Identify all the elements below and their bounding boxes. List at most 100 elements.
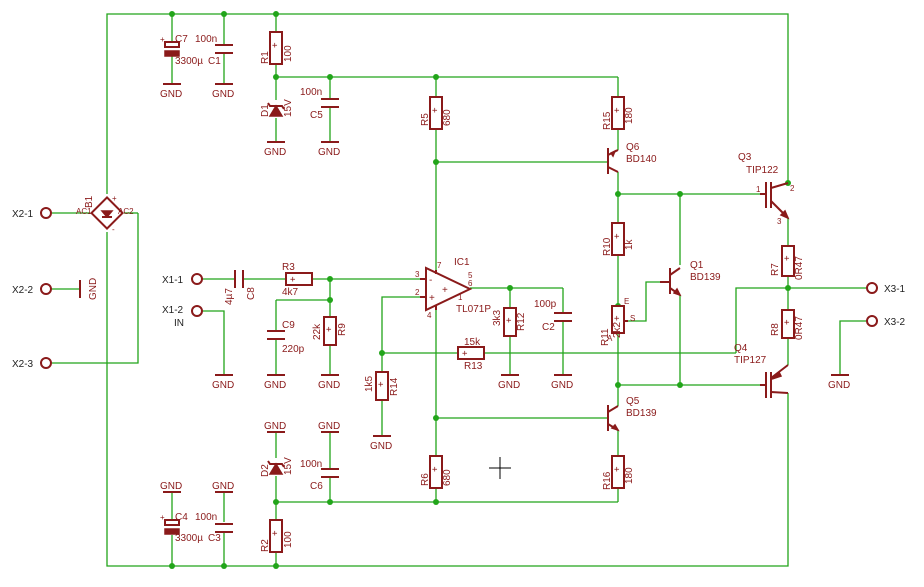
capacitor-c4[interactable]: + C4 3300µ (160, 512, 203, 544)
transistor-q6[interactable]: Q6 BD140 (607, 142, 657, 174)
svg-text:Q1: Q1 (690, 260, 704, 271)
svg-text:GND: GND (160, 481, 182, 492)
svg-text:C9: C9 (282, 320, 295, 331)
capacitor-c7[interactable]: + C7 3300µ (160, 34, 203, 67)
in-label: IN (174, 318, 184, 329)
svg-text:S: S (630, 314, 635, 323)
svg-text:100n: 100n (300, 87, 322, 98)
svg-text:100p: 100p (534, 299, 557, 310)
ground-symbols: GND GND GND GND GND GND GND GND GND GND … (160, 83, 850, 493)
svg-text:5: 5 (468, 271, 473, 280)
svg-text:R5: R5 (420, 113, 431, 126)
svg-text:GND: GND (318, 147, 340, 158)
svg-text:E: E (624, 297, 629, 306)
connector-x3-1[interactable]: X3-1 (866, 282, 906, 295)
capacitor-c2[interactable]: 100p C2 (534, 299, 572, 333)
resistor-r6[interactable]: + R6 680 (420, 455, 453, 489)
gnd-c7: GND (160, 83, 182, 100)
zener-d1[interactable]: D1 15V (260, 99, 294, 117)
svg-text:GND: GND (264, 421, 286, 432)
transistor-q5[interactable]: Q5 BD139 (607, 396, 657, 432)
svg-text:3k3: 3k3 (492, 309, 503, 326)
svg-text:100n: 100n (300, 459, 322, 470)
resistor-r8[interactable]: + R8 0R47 (770, 309, 805, 340)
svg-text:D2: D2 (260, 464, 271, 477)
connector-x2-2[interactable]: X2-2 (12, 283, 52, 296)
svg-text:2: 2 (415, 288, 420, 297)
svg-text:+: + (432, 106, 438, 116)
svg-text:R7: R7 (770, 263, 781, 276)
gnd-x3-2: GND (828, 374, 850, 391)
gnd-r9: GND (318, 374, 340, 391)
label: X2-3 (12, 359, 34, 370)
connector-x3-2[interactable]: X3-2 (866, 315, 906, 328)
svg-text:1: 1 (756, 185, 761, 194)
svg-text:4: 4 (427, 311, 432, 320)
resistor-r9[interactable]: + 22k R9 (312, 316, 348, 346)
connector-x1-1[interactable]: X1-1 (162, 273, 203, 286)
svg-text:4µ7: 4µ7 (224, 288, 235, 305)
svg-text:680: 680 (442, 109, 453, 126)
gnd-label: GND (88, 278, 99, 300)
svg-text:+: + (326, 325, 332, 335)
connector-x2-1[interactable]: X2-1 (12, 207, 52, 220)
svg-text:C5: C5 (310, 110, 323, 121)
ac1-label: AC1 (76, 207, 92, 216)
gnd-terminal-x2-2: GND (79, 278, 99, 300)
bridge-rectifier-b1[interactable]: B1 AC1 AC2 + - (76, 194, 134, 234)
svg-text:D1: D1 (260, 104, 271, 117)
capacitor-c9[interactable]: C9 220p (267, 320, 305, 355)
resistor-r16[interactable]: + R16 180 (602, 455, 635, 490)
resistor-r12[interactable]: + 3k3 R12 (492, 307, 527, 337)
gnd-d2: GND (264, 421, 286, 433)
svg-text:+: + (378, 380, 384, 390)
svg-text:3: 3 (777, 217, 782, 226)
opamp-ic1[interactable]: - + + IC1 TL071P 3 2 6 5 1 4 7 (415, 257, 491, 320)
resistor-r3[interactable]: + R3 4k7 (282, 262, 313, 298)
resistor-r5[interactable]: + R5 680 (420, 96, 453, 130)
svg-text:+: + (429, 293, 435, 304)
gnd-d1: GND (264, 141, 286, 158)
svg-text:180: 180 (624, 467, 635, 484)
svg-text:+: + (290, 275, 296, 285)
svg-text:TIP122: TIP122 (746, 165, 779, 176)
svg-text:BD139: BD139 (626, 408, 657, 419)
svg-text:GND: GND (212, 380, 234, 391)
resistor-r14[interactable]: + 1k5 R14 (364, 371, 400, 401)
capacitor-c5[interactable]: 100n C5 (300, 87, 339, 121)
resistor-r2[interactable]: + R2 100 (260, 519, 294, 553)
svg-text:BD140: BD140 (626, 154, 657, 165)
resistor-r13[interactable]: + 15k R13 (457, 337, 485, 372)
gnd-x1-2: GND (212, 374, 234, 391)
svg-text:+: + (272, 529, 278, 539)
svg-text:C2: C2 (542, 322, 555, 333)
label: X1-2 (162, 305, 184, 316)
svg-text:Q6: Q6 (626, 142, 640, 153)
resistor-r1[interactable]: + R1 100 (260, 31, 294, 65)
connector-x1-2[interactable]: X1-2 IN (162, 305, 203, 329)
resistor-r10[interactable]: + R10 1k (602, 222, 635, 256)
capacitor-c1[interactable]: 100n C1 (195, 34, 233, 67)
svg-text:Q5: Q5 (626, 396, 640, 407)
zener-d2[interactable]: D2 15V (260, 457, 294, 477)
transistor-q4[interactable]: Q4 TIP127 (734, 343, 789, 398)
svg-text:15k: 15k (464, 337, 481, 348)
svg-text:3300µ: 3300µ (175, 533, 203, 544)
svg-text:+: + (272, 41, 278, 51)
svg-text:R10: R10 (602, 237, 613, 256)
capacitor-c8[interactable]: 4µ7 C8 (224, 270, 257, 305)
svg-text:C8: C8 (246, 287, 257, 300)
connector-x2-3[interactable]: X2-3 (12, 357, 52, 370)
transistor-q3[interactable]: Q3 TIP122 1 2 3 (738, 152, 795, 226)
trimmer-r11[interactable]: + R11 2k2 E A S (600, 297, 635, 346)
capacitor-c6[interactable]: 100n C6 (300, 459, 339, 492)
ac2-label: AC2 (118, 207, 134, 216)
svg-text:R8: R8 (770, 323, 781, 336)
transistor-q1[interactable]: Q1 BD139 (660, 260, 721, 297)
resistor-r15[interactable]: + R15 180 (602, 96, 635, 130)
capacitor-c3[interactable]: 100n C3 (195, 512, 233, 544)
resistor-r7[interactable]: + R7 0R47 (770, 245, 805, 280)
svg-text:GND: GND (318, 421, 340, 432)
svg-text:C7: C7 (175, 34, 188, 45)
gnd-r14: GND (370, 435, 392, 452)
